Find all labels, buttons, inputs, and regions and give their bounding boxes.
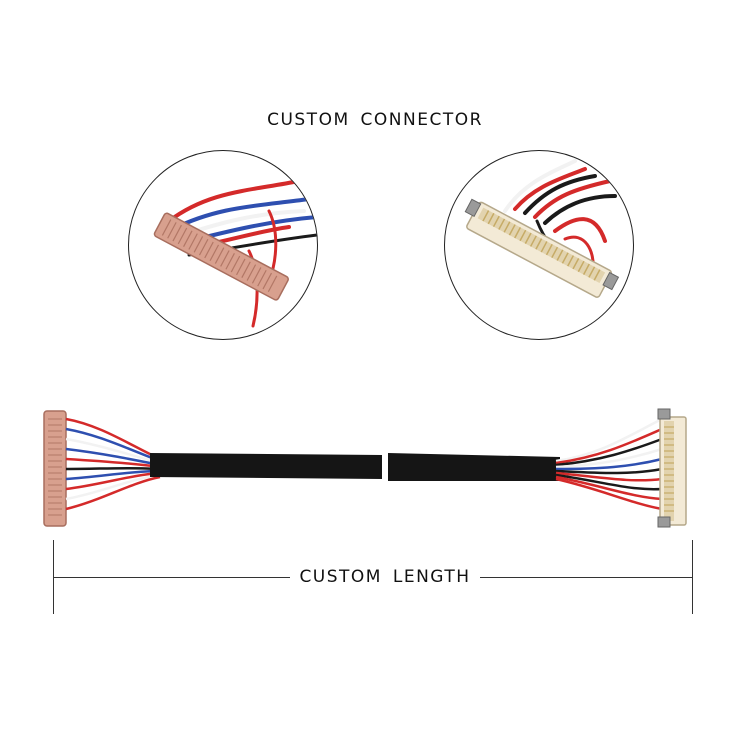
custom-length-label: CUSTOM LENGTH: [290, 567, 480, 587]
length-line-right: [478, 577, 692, 578]
left-wires: [65, 417, 161, 511]
right-sleeve: [388, 453, 560, 481]
left-sleeve: [150, 453, 382, 479]
right-wires: [555, 417, 663, 511]
length-line-left: [53, 577, 293, 578]
cable-assembly: [43, 408, 687, 528]
custom-connector-label: CUSTOM CONNECTOR: [267, 110, 483, 130]
right-connector-closeup: [444, 150, 634, 340]
left-connector-closeup: [128, 150, 318, 340]
left-connector: [43, 410, 67, 527]
right-connector: [657, 408, 687, 528]
length-tick-right: [692, 540, 693, 614]
